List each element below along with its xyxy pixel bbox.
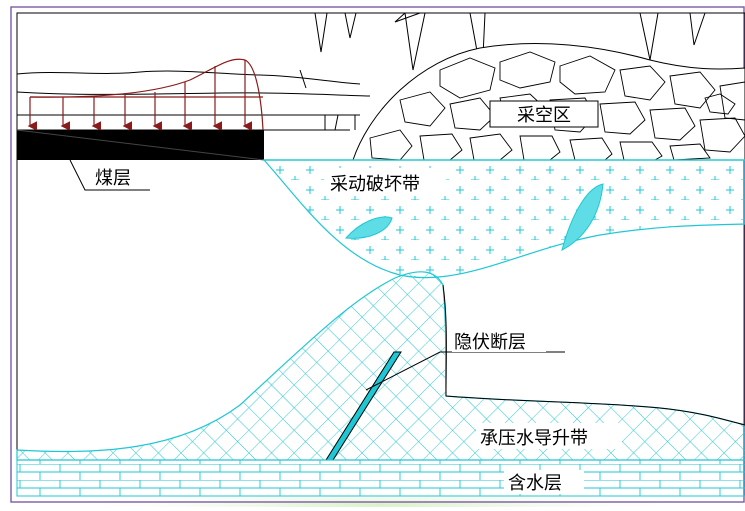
aquifer: 含水层: [16, 459, 745, 497]
goaf-zone: 采空区: [352, 43, 745, 161]
aquifer-label: 含水层: [508, 473, 562, 494]
confined-water-uplift-zone-label: 承压水导升带: [480, 428, 588, 449]
mining-damage-zone-label: 采动破坏带: [330, 174, 420, 195]
confined-water-uplift-zone: 隐伏断层 承压水导升带: [16, 271, 745, 461]
frame-border: [10, 6, 745, 503]
goaf-label: 采空区: [517, 105, 571, 126]
abutment-pressure: [27, 58, 264, 131]
damage-lens-right: [561, 183, 604, 251]
goaf-label-box: [489, 100, 599, 128]
coal-seam-label: 煤层: [95, 168, 131, 189]
damage-lens-left: [344, 216, 393, 239]
mining-damage-zone: 采动破坏带: [262, 159, 745, 279]
hidden-fault-label: 隐伏断层: [454, 332, 526, 353]
